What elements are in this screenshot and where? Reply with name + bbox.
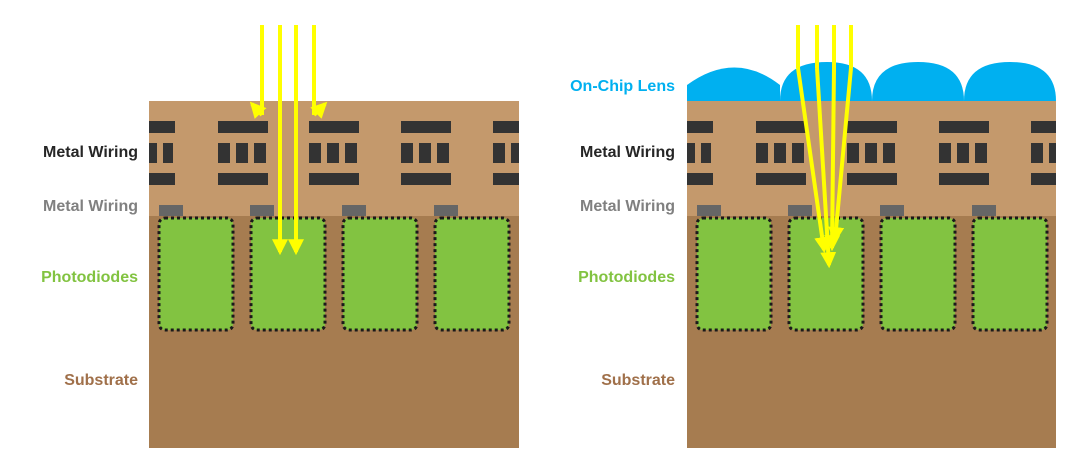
- label-photodiodes: Photodiodes: [41, 269, 138, 286]
- metal-wiring-bars: [149, 121, 519, 185]
- photodiodes: [695, 216, 1049, 332]
- photodiodes: [157, 216, 511, 332]
- label-metal-wiring-top: Metal Wiring: [580, 144, 675, 161]
- label-photodiodes: Photodiodes: [578, 269, 675, 286]
- metal-wiring-bars: [687, 121, 1056, 185]
- label-substrate: Substrate: [601, 372, 675, 389]
- label-metal-wiring-bottom: Metal Wiring: [43, 198, 138, 215]
- label-on-chip-lens: On-Chip Lens: [570, 78, 675, 95]
- light-rays: [249, 25, 328, 256]
- contacts: [697, 205, 996, 216]
- label-substrate: Substrate: [64, 372, 138, 389]
- label-metal-wiring-top: Metal Wiring: [43, 144, 138, 161]
- contacts: [159, 205, 458, 216]
- label-metal-wiring-bottom: Metal Wiring: [580, 198, 675, 215]
- light-rays: [796, 25, 853, 269]
- left-sensor-diagram: [149, 25, 519, 448]
- on-chip-lenses: [687, 62, 1056, 101]
